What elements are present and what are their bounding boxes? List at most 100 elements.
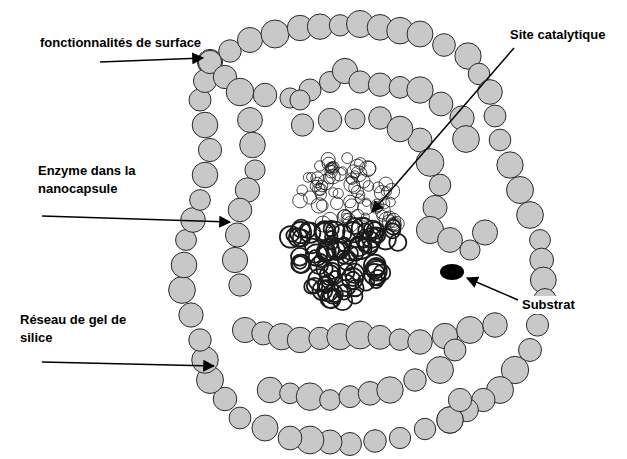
enzyme-subunit xyxy=(349,247,363,261)
silica-bead xyxy=(483,313,508,338)
substrate-blob xyxy=(440,264,464,280)
silica-bead xyxy=(429,174,451,196)
silica-bead xyxy=(240,132,266,158)
enzyme-subunit xyxy=(373,182,384,193)
enzyme-cluster xyxy=(280,152,407,310)
silica-bead xyxy=(444,339,466,361)
silica-bead xyxy=(517,202,544,229)
silica-bead xyxy=(368,73,391,96)
silica-bead xyxy=(433,34,456,57)
enzyme-subunit xyxy=(322,290,340,308)
silica-network xyxy=(169,10,557,455)
silica-bead xyxy=(489,129,511,151)
silica-bead xyxy=(245,160,265,180)
silica-bead xyxy=(339,386,361,408)
enzyme-subunit xyxy=(303,191,316,204)
silica-bead xyxy=(526,314,548,336)
enzyme-subunit xyxy=(342,153,353,164)
silica-bead xyxy=(368,325,392,349)
silica-bead xyxy=(238,108,263,133)
silica-bead xyxy=(389,427,410,448)
enzyme-subunit xyxy=(344,195,357,208)
silica-bead xyxy=(229,274,251,296)
silica-bead xyxy=(291,114,313,136)
silica-bead xyxy=(198,138,221,161)
silica-bead xyxy=(484,105,506,127)
enzyme-subunit xyxy=(293,193,308,208)
silica-bead xyxy=(416,149,444,177)
silica-bead xyxy=(252,415,278,441)
enzyme-subunit xyxy=(379,177,393,191)
silica-bead xyxy=(307,14,332,39)
enzyme-subunit xyxy=(280,226,302,248)
enzyme-subunit xyxy=(305,239,320,254)
silica-bead xyxy=(171,252,197,278)
silica-bead xyxy=(228,198,252,222)
enzyme-subunit xyxy=(328,162,338,172)
silica-bead xyxy=(257,377,283,403)
enzyme-subunit xyxy=(316,180,328,192)
enzyme-subunit xyxy=(292,255,311,274)
enzyme-subunit xyxy=(339,167,347,175)
silica-bead xyxy=(457,317,484,344)
leader-arrow xyxy=(372,48,514,212)
silica-bead xyxy=(179,303,203,327)
callout-label: Site catalytique xyxy=(508,26,607,44)
enzyme-subunit xyxy=(368,227,383,242)
enzyme-subunit xyxy=(333,188,343,198)
silica-bead xyxy=(427,357,454,384)
enzyme-subunit xyxy=(345,264,364,283)
silica-bead xyxy=(192,112,218,138)
silica-bead xyxy=(189,329,211,351)
silica-bead xyxy=(387,116,413,142)
silica-bead xyxy=(472,220,497,245)
enzyme-subunit xyxy=(358,199,374,215)
enzyme-subunit xyxy=(315,216,331,232)
silica-bead xyxy=(364,430,387,453)
enzyme-subunit xyxy=(361,213,369,221)
enzyme-subunit xyxy=(308,269,330,291)
silica-bead xyxy=(497,152,523,178)
silica-bead xyxy=(429,92,453,116)
enzyme-subunit xyxy=(367,222,384,239)
leader-arrow xyxy=(42,216,230,222)
silica-bead xyxy=(530,230,551,251)
enzyme-subunit xyxy=(291,255,309,273)
enzyme-subunit xyxy=(337,210,352,225)
enzyme-subunit xyxy=(317,200,329,212)
callout-label: Substrat xyxy=(520,296,577,314)
leader-arrow xyxy=(100,58,203,62)
silica-bead xyxy=(453,126,480,153)
silica-bead xyxy=(408,330,433,355)
silica-bead xyxy=(507,177,534,204)
enzyme-subunit xyxy=(356,174,370,188)
callout-label: Enzyme dans la nanocapsule xyxy=(36,162,152,198)
silica-bead xyxy=(407,77,433,103)
silica-bead xyxy=(349,71,371,93)
leader-arrow xyxy=(467,278,518,300)
leader-arrow xyxy=(42,362,214,366)
callout-label: fonctionnalités de surface xyxy=(38,34,203,52)
silica-bead xyxy=(414,418,435,439)
silica-bead xyxy=(377,377,403,403)
enzyme-subunit xyxy=(315,161,325,171)
enzyme-subunit xyxy=(343,216,359,232)
enzyme-subunit xyxy=(386,220,401,235)
enzyme-subunit xyxy=(356,191,365,200)
silica-bead xyxy=(448,388,471,411)
enzyme-subunit xyxy=(346,173,358,185)
enzyme-subunit xyxy=(331,197,344,210)
silica-bead xyxy=(478,80,503,105)
enzyme-subunit xyxy=(358,274,375,291)
silica-bead xyxy=(237,27,262,52)
enzyme-subunit xyxy=(348,289,363,304)
enzyme-subunit xyxy=(327,241,346,260)
enzyme-subunit xyxy=(389,234,406,251)
silica-bead xyxy=(192,162,218,188)
silica-bead xyxy=(320,390,341,411)
silica-bead xyxy=(222,247,247,272)
enzyme-subunit xyxy=(364,264,385,285)
silica-bead xyxy=(226,78,254,106)
enzyme-subunit xyxy=(294,256,307,269)
